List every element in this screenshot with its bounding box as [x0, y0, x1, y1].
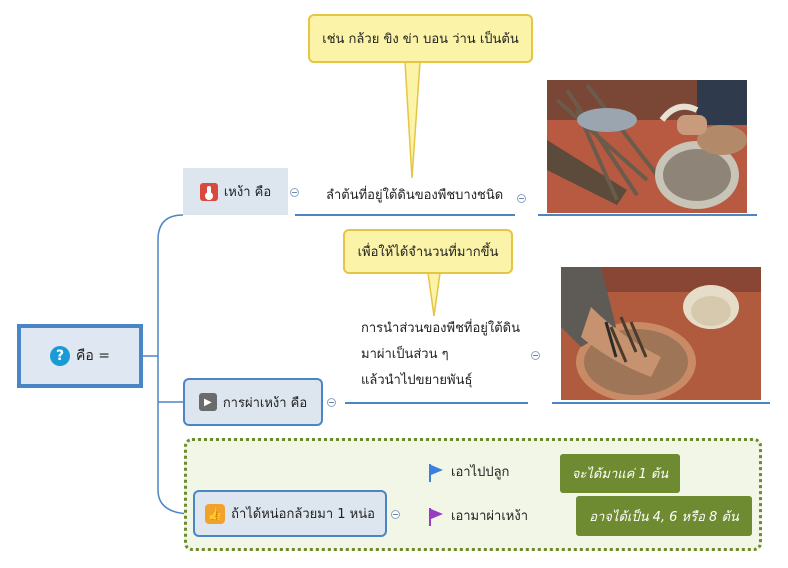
- root-node[interactable]: ? คือ =: [17, 324, 143, 388]
- callout-purpose: เพื่อให้ได้จำนวนที่มากขึ้น: [343, 229, 513, 274]
- collapse-toggle[interactable]: [327, 398, 336, 407]
- option-plant-label: เอาไปปลูก: [451, 465, 510, 480]
- result-plant: จะได้มาแค่ 1 ต้น: [560, 454, 680, 493]
- splitting-definition-text: การนำส่วนของพืชที่อยู่ใต้ดิน มาผ่าเป็นส่…: [361, 319, 520, 391]
- branch2-label: การผ่าเหง้า คือ: [222, 395, 308, 411]
- definition-line: การนำส่วนของพืชที่อยู่ใต้ดิน: [361, 321, 521, 336]
- callout-examples: เช่น กล้วย ขิง ข่า บอน ว่าน เป็นต้น: [308, 14, 533, 63]
- root-label: คือ =: [76, 348, 110, 364]
- definition-line: มาผ่าเป็นส่วน ๆ: [361, 347, 449, 362]
- callout-purpose-text: เพื่อให้ได้จำนวนที่มากขึ้น: [357, 245, 499, 260]
- option-split-label: เอามาผ่าเหง้า: [451, 509, 528, 524]
- collapse-toggle[interactable]: [531, 351, 540, 360]
- branch-one-banana-sucker[interactable]: 👍 ถ้าได้หน่อกล้วยมา 1 หน่อ: [193, 490, 387, 537]
- thermometer-icon: [199, 182, 218, 201]
- option-plant[interactable]: เอาไปปลูก: [429, 463, 509, 483]
- play-icon: ▶: [198, 393, 217, 411]
- branch3-label: ถ้าได้หน่อกล้วยมา 1 หน่อ: [231, 507, 375, 522]
- photo-rhizome-cutting: [547, 80, 747, 213]
- blue-flag-icon: [429, 464, 443, 482]
- collapse-toggle[interactable]: [517, 194, 526, 203]
- collapse-toggle[interactable]: [290, 188, 299, 197]
- option-split[interactable]: เอามาผ่าเหง้า: [429, 507, 528, 527]
- callout-examples-text: เช่น กล้วย ขิง ข่า บอน ว่าน เป็นต้น: [322, 32, 519, 47]
- result-split: อาจได้เป็น 4, 6 หรือ 8 ต้น: [576, 496, 752, 536]
- question-icon: ?: [50, 346, 71, 366]
- purple-flag-icon: [429, 508, 443, 526]
- collapse-toggle[interactable]: [391, 510, 400, 519]
- definition-line: แล้วนำไปขยายพันธุ์: [361, 373, 473, 388]
- result-plant-text: จะได้มาแค่ 1 ต้น: [571, 467, 669, 482]
- rhizome-definition-text: ลำต้นที่อยู่ใต้ดินของพืชบางชนิด: [326, 188, 504, 203]
- thumbs-up-icon: 👍: [205, 503, 226, 524]
- branch-rhizome-splitting[interactable]: ▶ การผ่าเหง้า คือ: [183, 378, 323, 426]
- result-split-text: อาจได้เป็น 4, 6 หรือ 8 ต้น: [589, 509, 739, 525]
- photo-rhizome-splitting: [561, 267, 761, 400]
- branch1-label: เหง้า คือ: [223, 185, 272, 200]
- branch-rhizome-definition[interactable]: เหง้า คือ: [183, 168, 288, 215]
